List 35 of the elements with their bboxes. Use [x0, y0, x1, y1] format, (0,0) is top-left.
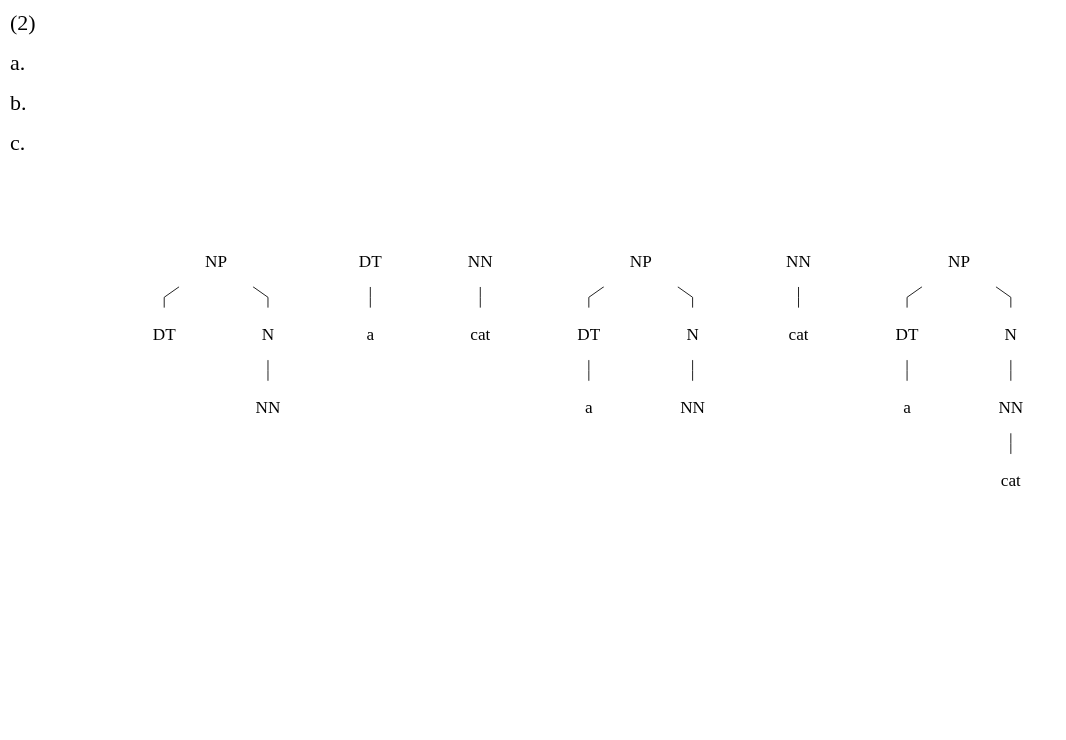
- node-text: N: [1004, 323, 1018, 343]
- node-text: DT: [358, 250, 382, 270]
- connector: [588, 285, 605, 308]
- node-text: cat: [470, 323, 491, 343]
- node-text: N: [261, 323, 275, 343]
- node-text: NP: [205, 250, 228, 270]
- node-text: cat: [788, 323, 809, 343]
- node-text: NN: [255, 397, 281, 417]
- connector: [995, 285, 1012, 308]
- node-text: DT: [577, 323, 601, 343]
- subexample-letter: a.: [10, 50, 27, 76]
- node-text: a: [903, 397, 911, 417]
- connector: [252, 285, 269, 308]
- connector: [369, 285, 371, 308]
- node-text: NN: [467, 250, 493, 270]
- node-text: DT: [152, 323, 176, 343]
- node-text: NP: [629, 250, 652, 270]
- connector: [676, 285, 694, 308]
- node-text: a: [366, 323, 375, 343]
- connector: [906, 285, 923, 308]
- node-text: NN: [998, 397, 1024, 417]
- node-text: N: [686, 323, 699, 343]
- connector: [479, 285, 481, 308]
- node-text: DT: [895, 323, 919, 343]
- node-text: NP: [947, 250, 970, 270]
- node-text: a: [585, 397, 593, 417]
- node-text: NN: [786, 250, 811, 270]
- subexample-letter: b.: [10, 90, 28, 116]
- connector: [798, 285, 799, 308]
- node-text: NN: [680, 397, 706, 417]
- connector: [692, 358, 694, 382]
- connector: [163, 285, 180, 308]
- node-text: cat: [1000, 470, 1021, 490]
- subexample-letter: c.: [10, 130, 27, 156]
- example-number: (2): [10, 10, 37, 36]
